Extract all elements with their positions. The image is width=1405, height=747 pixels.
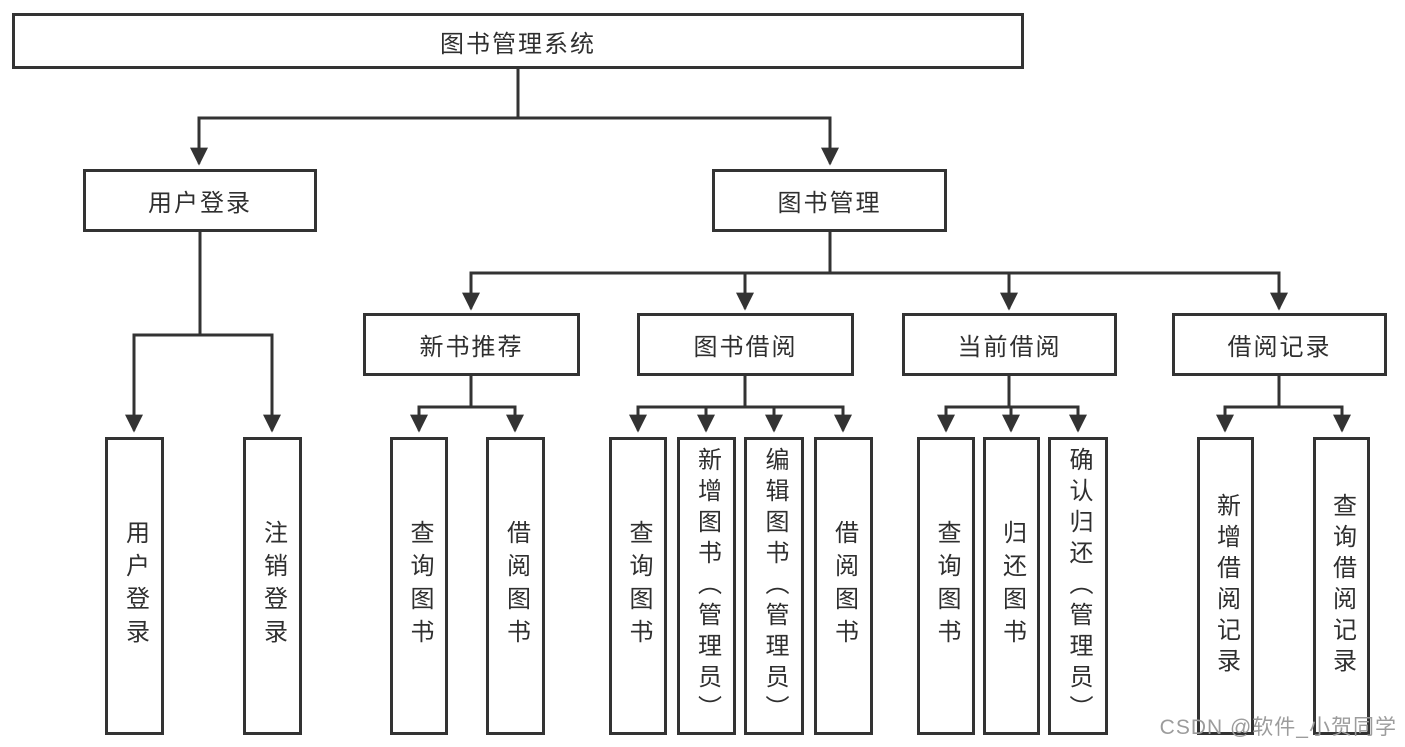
leaf-bb-borrow-book: 借阅图书	[814, 437, 873, 735]
node-root-system: 图书管理系统	[12, 13, 1024, 69]
csdn-watermark: CSDN @软件_小贺同学	[1159, 716, 1397, 739]
leaf-cb-query-book: 查询图书	[917, 437, 975, 735]
leaf-br-add-record: 新增借阅记录	[1197, 437, 1254, 735]
leaf-bb-edit-book-admin: 编辑图书（管理员）	[744, 437, 804, 735]
node-new-book-recommend: 新书推荐	[363, 313, 580, 376]
leaf-logout: 注销登录	[243, 437, 302, 735]
leaf-bb-query-book: 查询图书	[609, 437, 667, 735]
leaf-bb-add-book-admin: 新增图书（管理员）	[677, 437, 736, 735]
node-book-borrow: 图书借阅	[637, 313, 854, 376]
node-user-login: 用户登录	[83, 169, 317, 232]
leaf-br-query-record: 查询借阅记录	[1313, 437, 1370, 735]
leaf-cb-confirm-return-admin: 确认归还（管理员）	[1048, 437, 1108, 735]
node-book-management: 图书管理	[712, 169, 947, 232]
node-borrow-records: 借阅记录	[1172, 313, 1387, 376]
leaf-rec-borrow-book: 借阅图书	[486, 437, 545, 735]
node-current-borrow: 当前借阅	[902, 313, 1117, 376]
leaf-user-login: 用户登录	[105, 437, 164, 735]
leaf-rec-query-book: 查询图书	[390, 437, 448, 735]
leaf-cb-return-book: 归还图书	[983, 437, 1040, 735]
